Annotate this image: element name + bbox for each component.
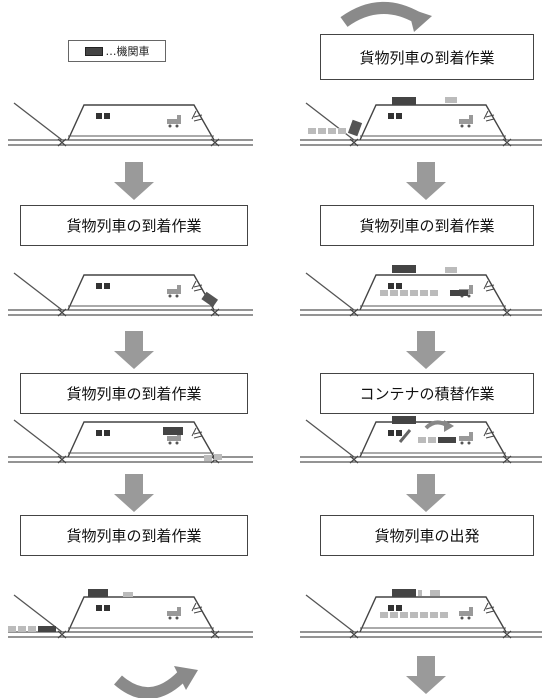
left-scene-4 xyxy=(7,589,254,639)
legend: …機関車 xyxy=(68,40,166,62)
left-arrow-2 xyxy=(114,331,154,369)
left-scene-2 xyxy=(7,272,254,317)
right-scene-3 xyxy=(299,416,542,464)
right-arrow-4 xyxy=(406,656,446,694)
right-step-label-4: 貨物列車の出発 xyxy=(320,515,534,556)
left-step-label-3: 貨物列車の到着作業 xyxy=(20,515,248,556)
left-scene-1 xyxy=(7,102,254,147)
right-scene-1 xyxy=(299,97,542,147)
return-arrow-bottom xyxy=(114,671,187,698)
return-arrow-top xyxy=(340,2,422,27)
right-step-label-3: コンテナの積替作業 xyxy=(320,373,534,414)
right-scene-2 xyxy=(299,265,542,317)
right-arrow-3 xyxy=(406,474,446,512)
right-step-label-2: 貨物列車の到着作業 xyxy=(320,205,534,246)
right-arrow-2 xyxy=(406,331,446,369)
locomotive-arriving xyxy=(201,291,219,308)
left-step-label-1: 貨物列車の到着作業 xyxy=(20,205,248,246)
left-arrow-3 xyxy=(114,474,154,512)
left-step-label-2: 貨物列車の到着作業 xyxy=(20,373,248,414)
locomotive-on-platform xyxy=(163,427,183,435)
right-step-label-1: 貨物列車の到着作業 xyxy=(320,34,534,80)
right-arrow-1 xyxy=(406,162,446,200)
right-scene-4 xyxy=(299,589,542,639)
locomotive-legend-icon xyxy=(84,46,103,56)
left-scene-3 xyxy=(7,419,254,464)
left-arrow-1 xyxy=(114,162,154,200)
legend-text: …機関車 xyxy=(105,45,150,58)
